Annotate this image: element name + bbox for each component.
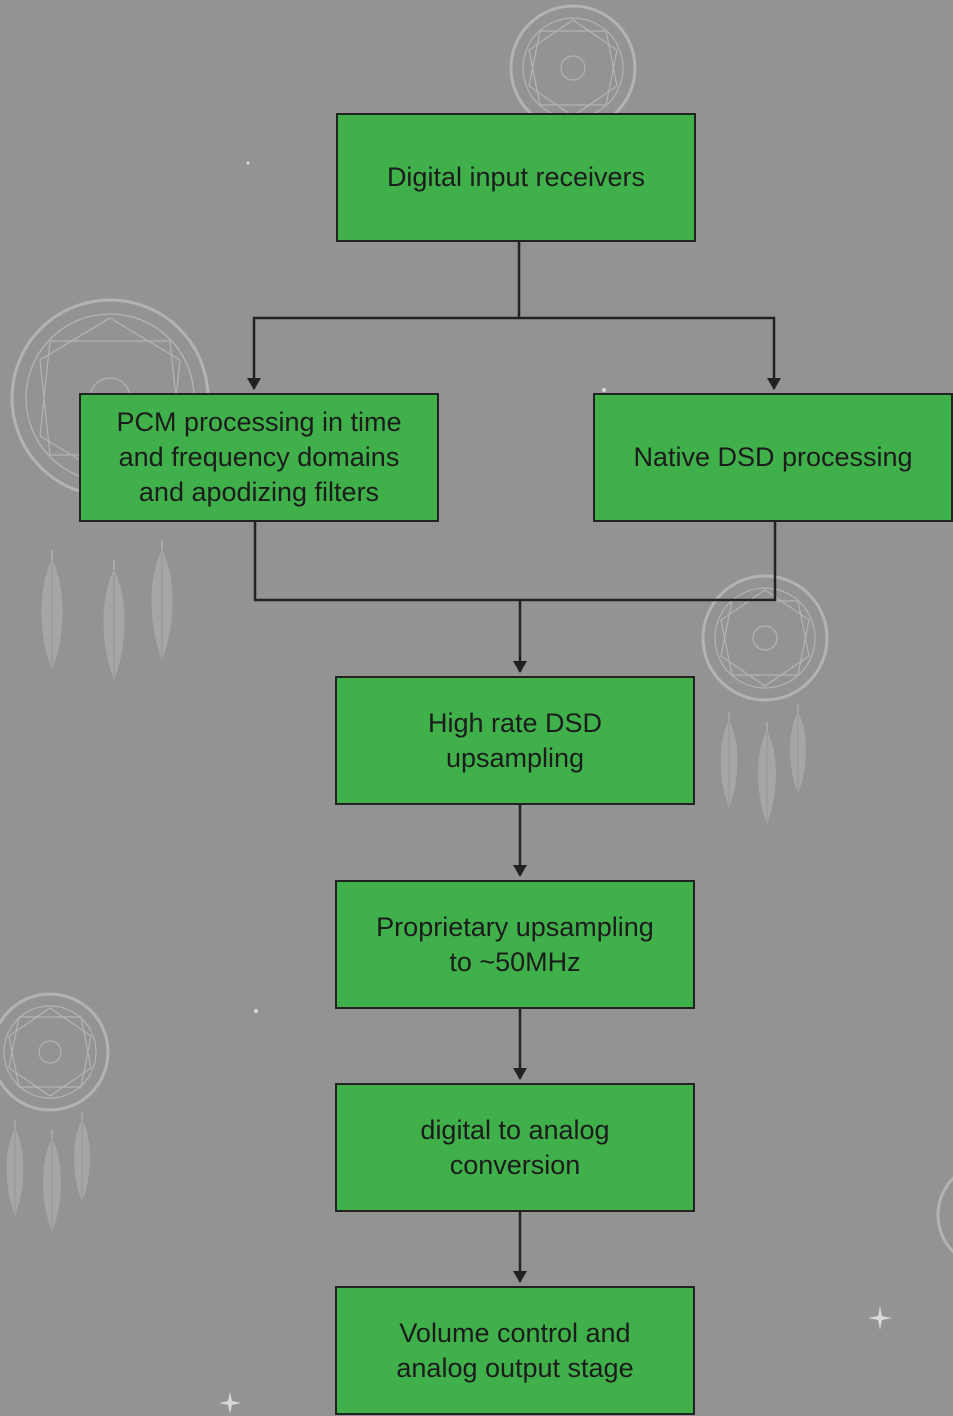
star-icon — [246, 161, 250, 165]
node-digital-to-analog-conversion: digital to analog conversion — [335, 1083, 695, 1212]
star-icon — [868, 1306, 892, 1330]
connectors — [247, 242, 781, 1283]
node-volume-control-output-stage: Volume control and analog output stage — [335, 1286, 695, 1415]
star-icon — [602, 388, 606, 392]
box-fills — [79, 113, 953, 1415]
dreamcatcher-icon — [509, 4, 637, 132]
node-native-dsd-processing: Native DSD processing — [593, 393, 953, 522]
feather-icon — [40, 539, 174, 681]
dreamcatcher-icon — [936, 1176, 953, 1254]
node-high-rate-dsd-upsampling: High rate DSD upsampling — [335, 676, 695, 805]
star-icon — [254, 1009, 258, 1013]
feather-icon — [5, 1111, 91, 1233]
node-proprietary-upsampling: Proprietary upsampling to ~50MHz — [335, 880, 695, 1009]
connector-to-dsd — [519, 316, 781, 390]
star-icon — [219, 1392, 241, 1414]
dreamcatcher-icon — [0, 992, 110, 1112]
node-digital-input-receivers: Digital input receivers — [336, 113, 696, 242]
dreamcatcher-icon — [701, 574, 829, 702]
feather-icon — [719, 703, 807, 825]
node-pcm-processing: PCM processing in time and frequency dom… — [79, 393, 439, 522]
connector-to-pcm — [247, 316, 519, 390]
connector-merge — [253, 522, 777, 602]
